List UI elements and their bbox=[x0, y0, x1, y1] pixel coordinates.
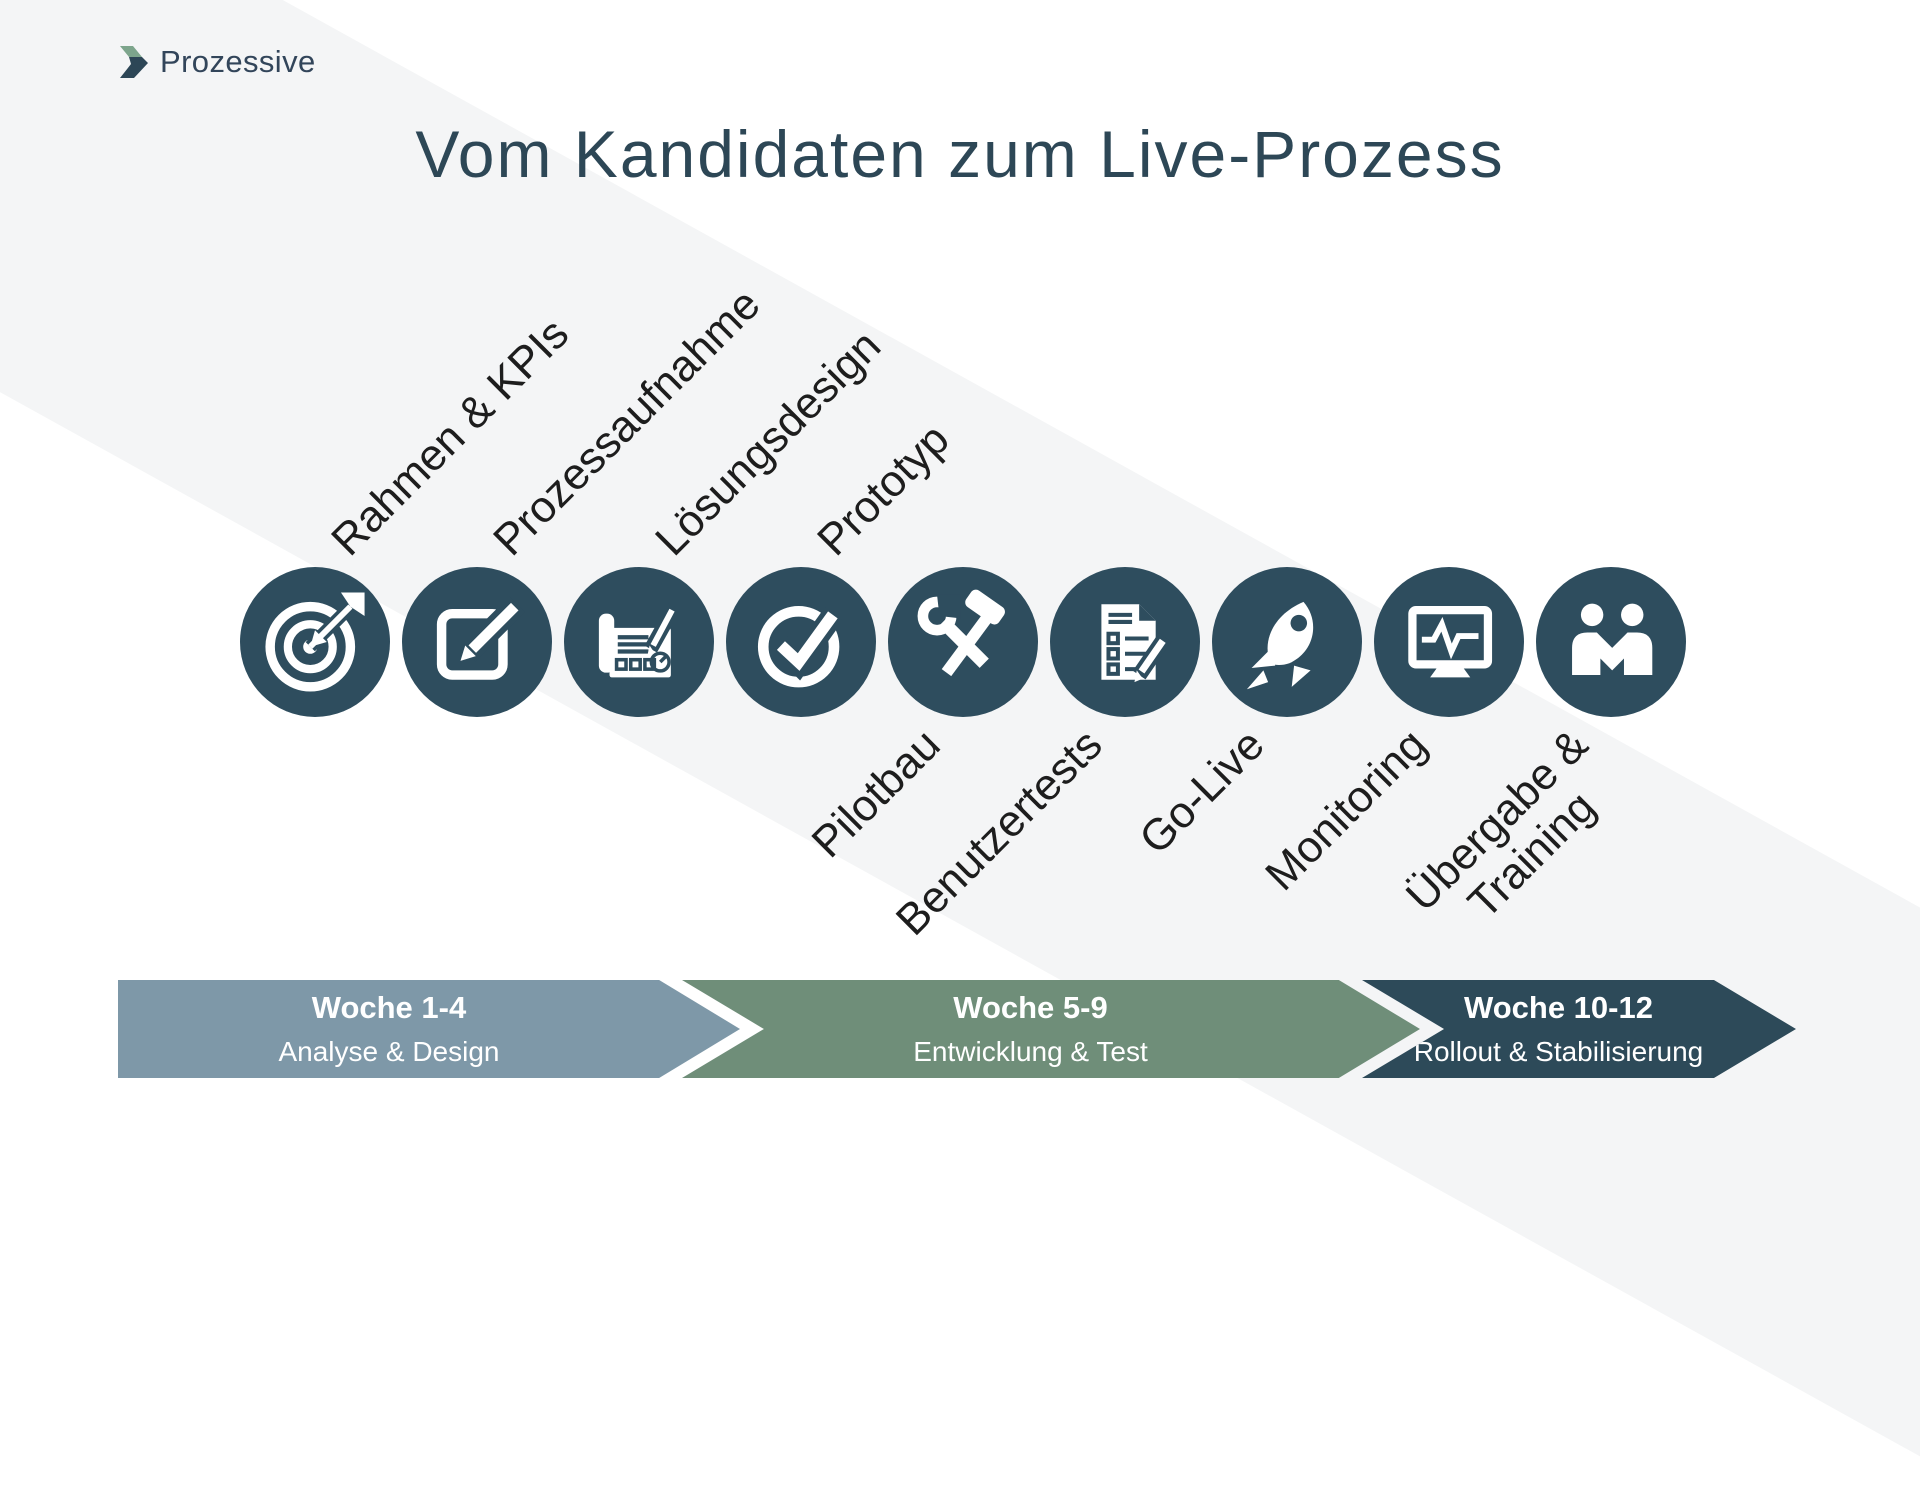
rocket-icon bbox=[1228, 583, 1346, 701]
step-circle-9 bbox=[1536, 567, 1686, 717]
step-circle-4 bbox=[726, 567, 876, 717]
banner-week-label: Woche 1-4 bbox=[311, 989, 467, 1025]
step-circle-1 bbox=[240, 567, 390, 717]
blueprint-icon bbox=[580, 583, 698, 701]
step-circle-8 bbox=[1374, 567, 1524, 717]
step-circle-6 bbox=[1050, 567, 1200, 717]
monitor-icon bbox=[1390, 583, 1508, 701]
step-circle-5 bbox=[888, 567, 1038, 717]
banner-week-label: Woche 10-12 bbox=[1464, 989, 1653, 1025]
banner-phase-label: Analyse & Design bbox=[278, 1036, 500, 1068]
banner-week-label: Woche 5-9 bbox=[953, 989, 1108, 1025]
step-circle-7 bbox=[1212, 567, 1362, 717]
banner-phase-label: Rollout & Stabilisierung bbox=[1413, 1036, 1704, 1068]
checklist-icon bbox=[1066, 583, 1184, 701]
logo: Prozessive bbox=[118, 44, 316, 80]
check-circle-icon bbox=[742, 583, 860, 701]
target-icon bbox=[256, 583, 374, 701]
chevron-right-icon bbox=[118, 44, 150, 80]
step-circle-2 bbox=[402, 567, 552, 717]
logo-text: Prozessive bbox=[160, 44, 316, 79]
step-circle-3 bbox=[564, 567, 714, 717]
page-title: Vom Kandidaten zum Live-Prozess bbox=[415, 117, 1505, 191]
edit-icon bbox=[418, 583, 536, 701]
banner-phase-label: Entwicklung & Test bbox=[913, 1036, 1148, 1068]
tools-icon bbox=[904, 583, 1022, 701]
handshake-icon bbox=[1552, 583, 1670, 701]
